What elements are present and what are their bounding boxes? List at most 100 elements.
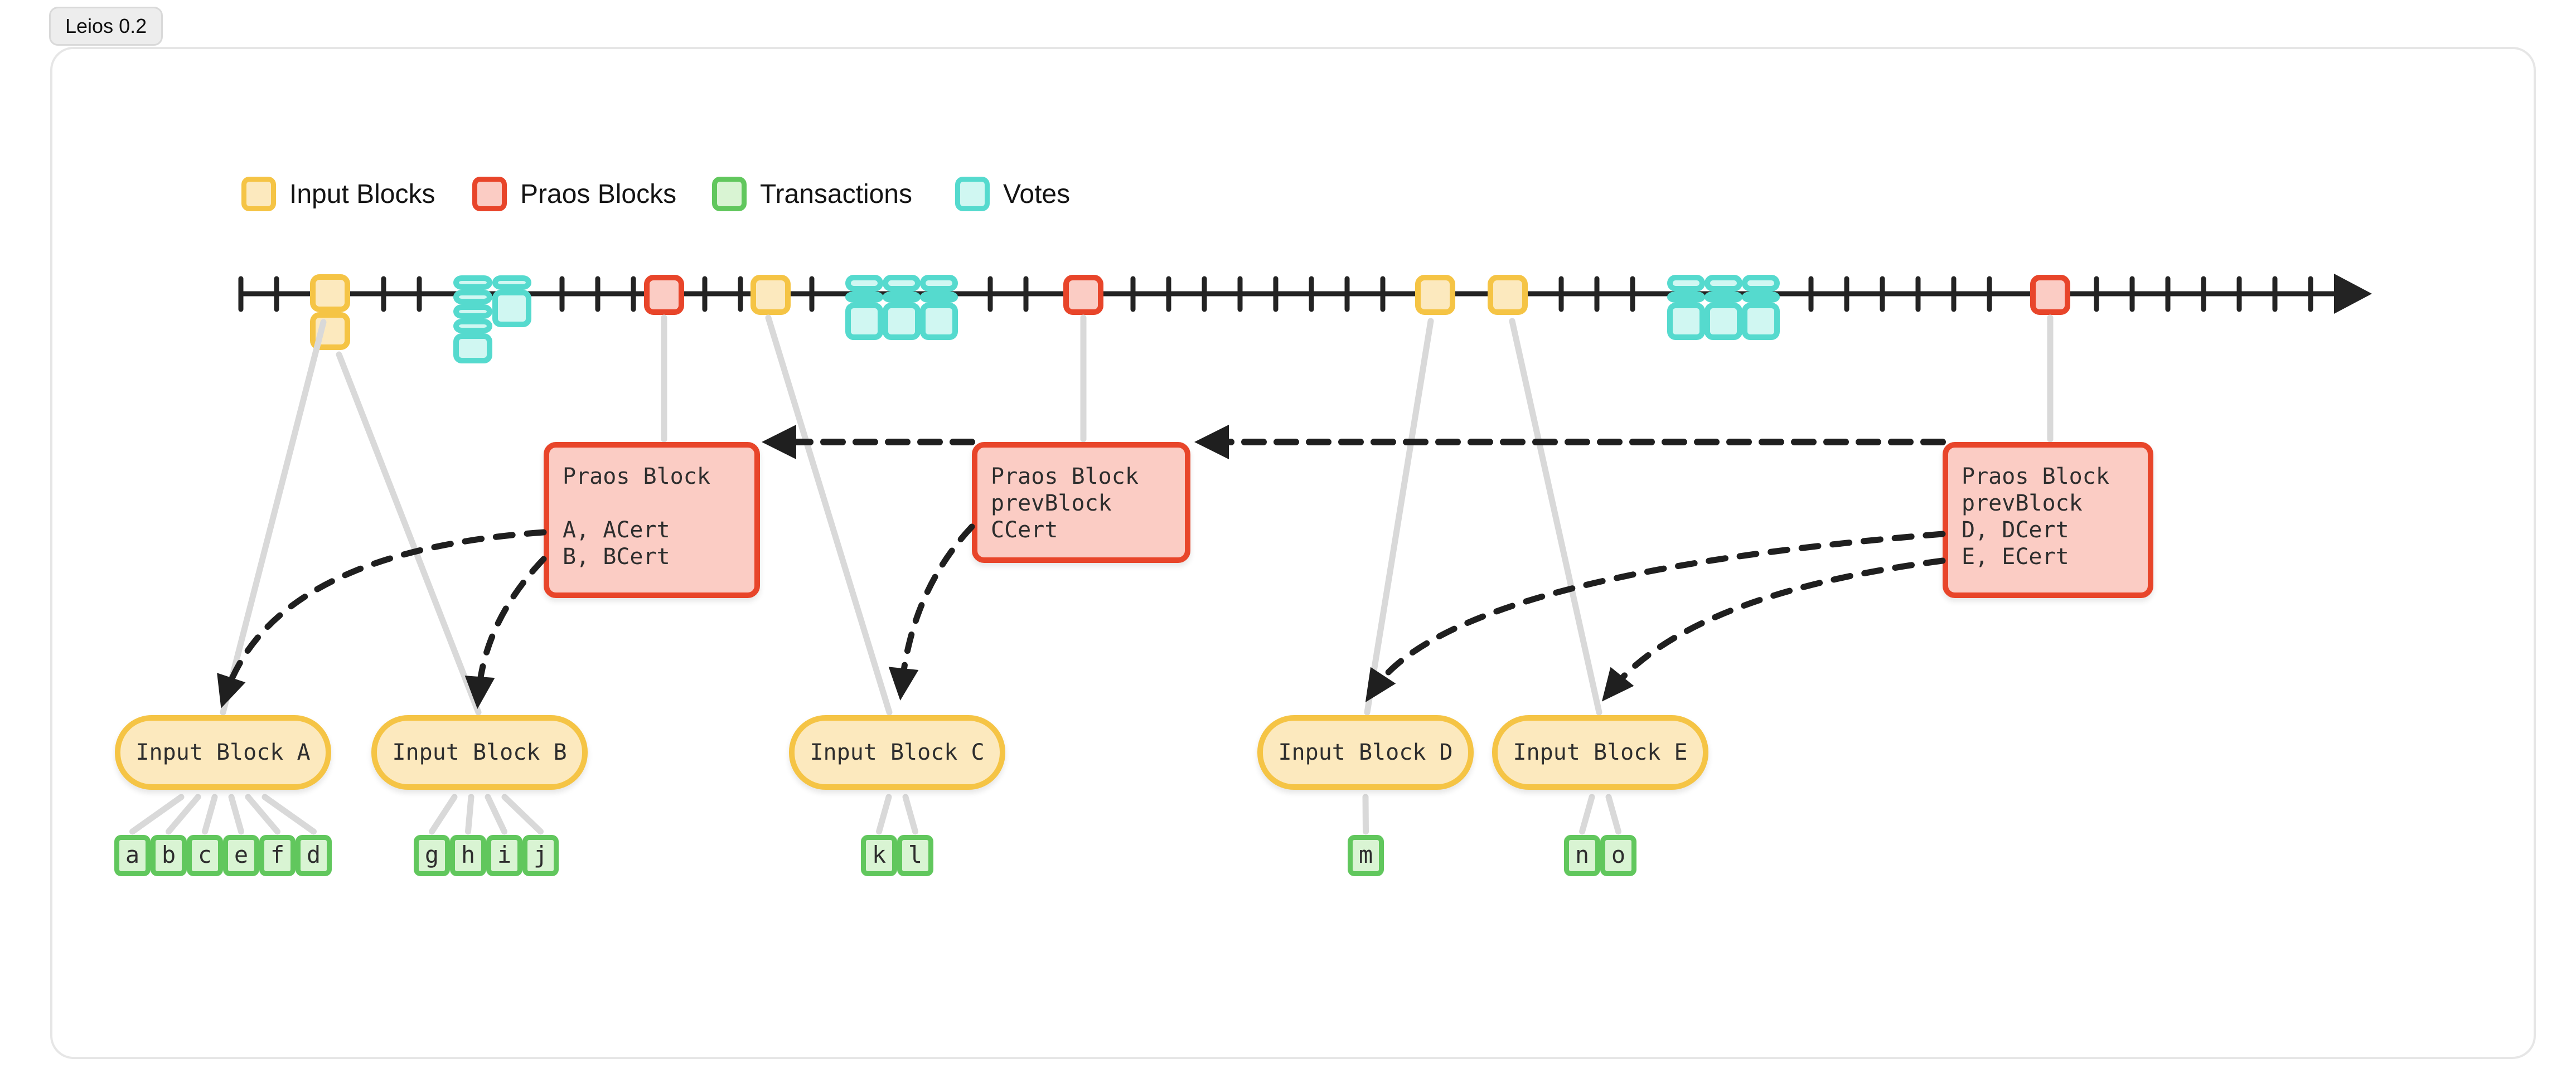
legend-item-transactions: Transactions [712,176,912,212]
transaction-cell: j [522,835,559,876]
transaction-cell: a [114,835,151,876]
timeline-praos-block [1063,275,1103,315]
connector-line [1579,794,1595,835]
transaction-cell: d [296,835,332,876]
connector-line [765,314,893,716]
connector-line [129,794,185,835]
vote-cell [1667,303,1705,340]
transaction-cell: i [486,835,522,876]
transaction-cell: n [1564,835,1600,876]
connector-line [228,794,244,835]
vote-cell [845,303,883,340]
praos-block-card-c: Praos Block prevBlock CCert [972,442,1190,563]
praos-block-card-ab: Praos Block A, ACert B, BCert [544,442,760,598]
legend-item-votes: Votes [955,176,1070,212]
vote-cell [883,292,921,303]
timeline-input-block [310,274,350,312]
vote-cell [1705,292,1742,303]
vote-cell [883,303,921,340]
connector-line [485,794,507,835]
timeline-input-block [1488,275,1528,315]
praos-block-line: CCert [991,517,1058,543]
transaction-cell: o [1600,835,1636,876]
transaction-cell: e [223,835,259,876]
vote-cell [1742,275,1780,292]
vote-cell [453,333,492,363]
transaction-cell: g [414,835,450,876]
praos-block-line: A, ACert [563,517,670,543]
transaction-cell: k [861,835,897,876]
praos-block-title: Praos Block [563,464,710,489]
input-block-label: Input Block D [1278,740,1453,765]
connector-line [202,794,218,835]
legend-item-praos-blocks: Praos Blocks [472,176,676,212]
transaction-cell: m [1348,835,1384,876]
timeline-axis [238,274,2372,314]
legend-item-input-blocks: Input Blocks [241,176,435,212]
vote-cell [1667,275,1705,292]
legend-label: Transactions [760,179,912,209]
vote-cell [453,319,492,333]
legend-label: Votes [1003,179,1071,209]
transaction-cell: b [151,835,187,876]
vote-cell [492,290,531,327]
vote-cell [1705,303,1742,340]
timeline-input-block [750,275,791,315]
vote-cell [1742,303,1780,340]
vote-cell [453,290,492,304]
vote-cell [453,304,492,319]
praos-block-line: D, DCert [1962,517,2069,543]
vote-cluster-2 [845,275,958,340]
connector-line [429,794,458,835]
transactions-row-d: m [1348,835,1384,876]
connector-line [465,794,474,835]
timeline-input-block [1415,275,1455,315]
connector-line [220,319,327,716]
praos-block-title: Praos Block [991,464,1139,489]
input-block-label: Input Block B [392,740,567,765]
transaction-cell: c [187,835,223,876]
input-block-e: Input Block E [1492,715,1708,790]
input-block-d: Input Block D [1257,715,1474,790]
input-block-label: Input Block C [810,740,985,765]
praos-block-line [563,490,754,517]
vote-cell [920,292,958,303]
vote-cell [1705,275,1742,292]
connector-line [1605,794,1621,835]
connector-line [1364,318,1434,716]
input-block-c: Input Block C [789,715,1005,790]
praos-block-line: B, BCert [563,544,670,570]
connector-line [876,794,892,835]
praos-block-line: E, ECert [1962,544,2069,570]
transaction-cell: h [450,835,486,876]
input-block-label: Input Block E [1513,740,1688,765]
connector-line [501,794,544,835]
connector-line [1509,318,1602,716]
votes-swatch-icon [955,177,990,211]
connector-line [245,794,280,835]
connector-line [902,794,918,835]
legend-label: Praos Blocks [520,179,677,209]
timeline-praos-block [2030,275,2070,315]
version-badge: Leios 0.2 [49,7,163,46]
vote-cell [920,275,958,292]
praos-block-line: prevBlock [991,490,1112,516]
vote-cluster-1 [453,275,531,363]
connector-line [166,794,201,835]
input-block-a: Input Block A [115,715,331,790]
vote-cell [845,275,883,292]
input-block-b: Input Block B [371,715,588,790]
legend-label: Input Blocks [289,179,435,209]
praos-block-card-de: Praos Block prevBlock D, DCert E, ECert [1943,442,2153,598]
input-block-label: Input Block A [135,740,311,765]
vote-cell [845,292,883,303]
transaction-cell: f [259,835,296,876]
transaction-cell: l [897,835,933,876]
vote-cell [492,275,531,290]
